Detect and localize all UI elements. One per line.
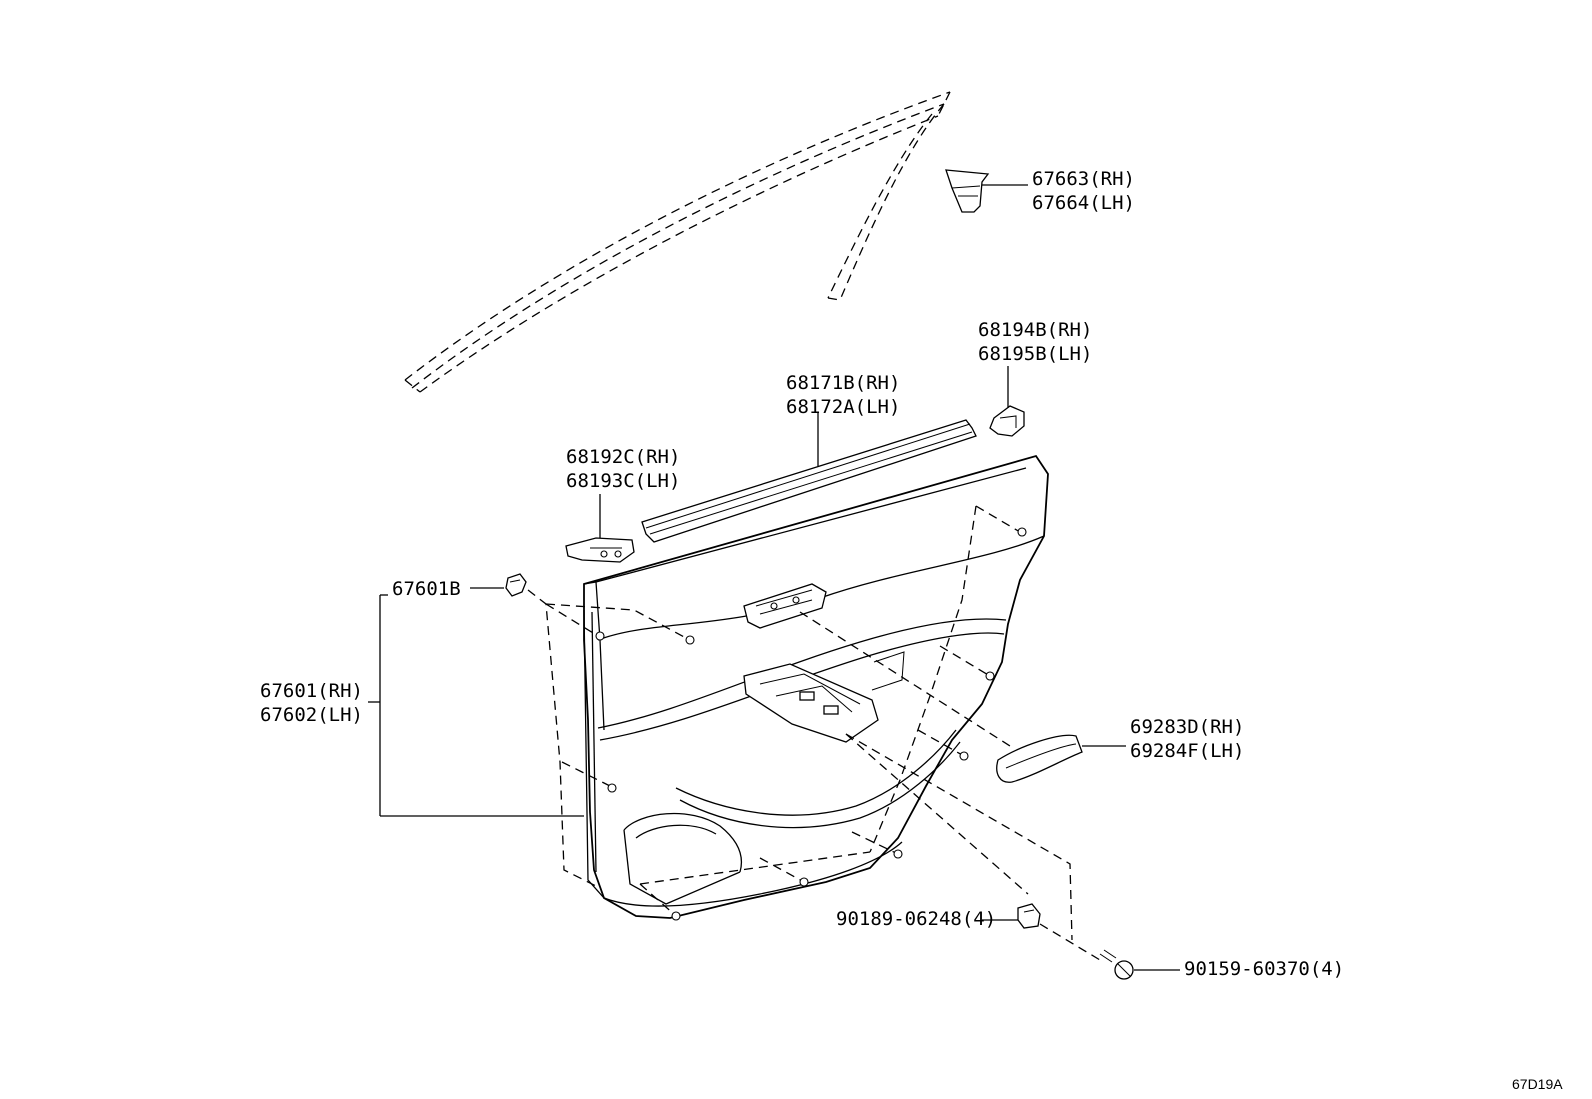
callout-belt-moulding: 68171B(RH) 68172A(LH) [786, 372, 900, 418]
callout-quarter-trim-lh: 67664(LH) [1032, 192, 1135, 214]
clip-guide-lines [527, 505, 1101, 961]
front-corner-piece-part [565, 494, 635, 563]
switch-base-part [743, 651, 905, 743]
belt-moulding-part [641, 412, 977, 543]
callout-screw: 90159-60370(4) [1184, 958, 1344, 980]
callout-door-trim-board: 67601(RH) 67602(LH) [260, 680, 363, 726]
inner-handle-bezel [743, 583, 827, 629]
callout-front-corner-piece-lh: 68193C(LH) [566, 470, 680, 492]
pull-handle-part [996, 734, 1126, 783]
callout-clip: 67601B [392, 578, 461, 600]
callout-clip-label: 67601B [392, 578, 461, 600]
callout-quarter-trim: 67663(RH) 67664(LH) [1032, 168, 1135, 214]
nut-part [982, 903, 1041, 929]
screw-part [1099, 949, 1180, 980]
callout-rear-corner-piece-rh: 68194B(RH) [978, 319, 1092, 341]
callout-front-corner-piece-rh: 68192C(RH) [566, 446, 680, 468]
diagram-code: 67D19A [1512, 1076, 1563, 1092]
callout-nut: 90189-06248(4) [836, 908, 996, 930]
callout-front-corner-piece: 68192C(RH) 68193C(LH) [566, 446, 680, 492]
clip-part [470, 573, 527, 597]
callout-belt-moulding-lh: 68172A(LH) [786, 396, 900, 418]
clip-points [595, 527, 1027, 921]
trim-board-bracket [368, 594, 584, 817]
window-frame-outline [404, 91, 951, 393]
callout-door-trim-board-lh: 67602(LH) [260, 704, 363, 726]
callout-pull-handle-lh: 69284F(LH) [1130, 740, 1244, 762]
callout-door-trim-board-rh: 67601(RH) [260, 680, 363, 702]
callout-belt-moulding-rh: 68171B(RH) [786, 372, 900, 394]
callout-screw-label: 90159-60370(4) [1184, 958, 1344, 980]
callout-rear-corner-piece-lh: 68195B(LH) [978, 343, 1092, 365]
door-trim-board-part [583, 454, 1049, 919]
quarter-trim-part [945, 169, 1028, 213]
callout-quarter-trim-rh: 67663(RH) [1032, 168, 1135, 190]
callout-rear-corner-piece: 68194B(RH) 68195B(LH) [978, 319, 1092, 365]
rear-corner-piece-part [989, 366, 1025, 437]
callout-pull-handle: 69283D(RH) 69284F(LH) [1130, 716, 1244, 762]
callout-nut-label: 90189-06248(4) [836, 908, 996, 930]
callout-pull-handle-rh: 69283D(RH) [1130, 716, 1244, 738]
